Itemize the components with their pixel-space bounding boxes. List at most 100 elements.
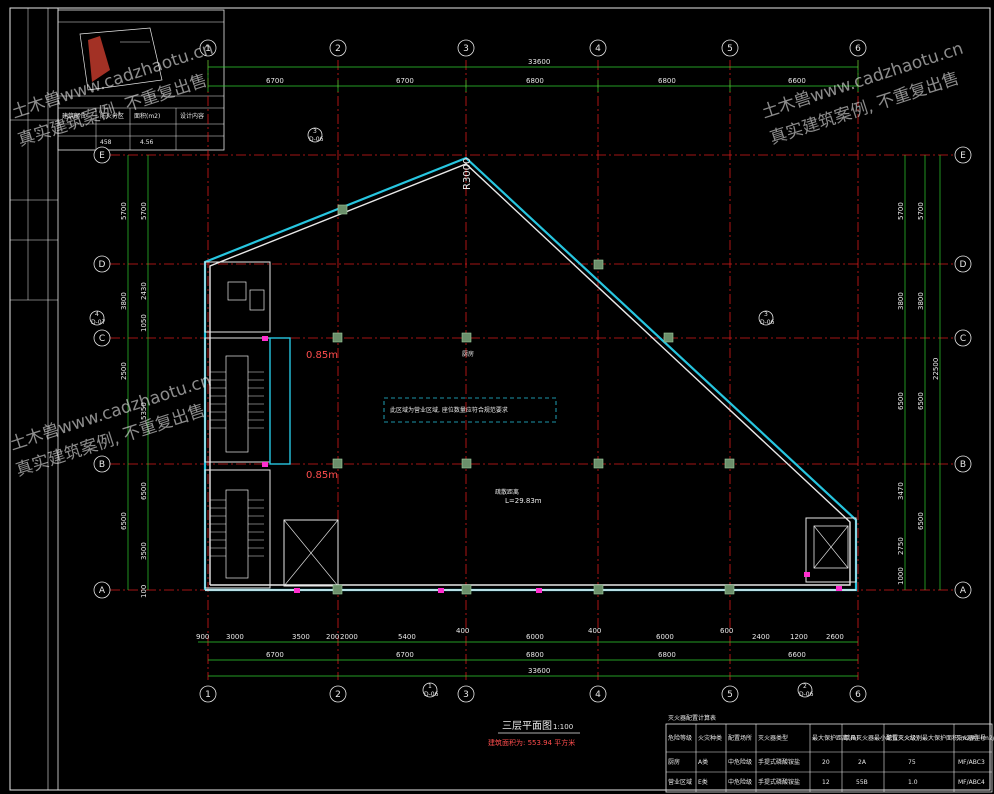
top-total-dim: 33600 [528,58,550,66]
svg-text:4: 4 [595,44,601,54]
svg-text:手提式磷酸铵盐: 手提式磷酸铵盐 [758,778,800,786]
svg-text:75: 75 [908,759,916,766]
svg-text:E: E [960,151,966,161]
svg-text:5: 5 [727,690,733,700]
svg-text:A: A [99,586,106,596]
mini-table-header-4: 设计内容 [180,112,204,120]
mini-table-header-3: 面积(m2) [134,112,160,120]
svg-text:6000: 6000 [526,633,544,641]
evac-length-label: L=29.83m [505,497,542,505]
svg-text:6800: 6800 [526,651,544,659]
svg-text:400: 400 [456,627,469,635]
svg-text:6: 6 [855,690,861,700]
svg-text:1200: 1200 [790,633,808,641]
svg-text:55B: 55B [856,779,868,786]
svg-text:火灾种类: 火灾种类 [698,734,722,742]
svg-text:3500: 3500 [292,633,310,641]
svg-text:手提式磷酸铵盐: 手提式磷酸铵盐 [758,758,800,766]
svg-text:3800: 3800 [917,292,925,310]
svg-text:3800: 3800 [120,292,128,310]
svg-text:5700: 5700 [917,202,925,220]
svg-text:2430: 2430 [140,282,148,300]
elevator-core [805,517,857,583]
svg-text:D: D [960,260,967,270]
right-dimensions: 5700 3800 6500 3470 2750 1000 5700 3800 … [897,155,941,590]
svg-text:D-07: D-07 [91,319,106,326]
svg-text:6500: 6500 [917,512,925,530]
svg-text:6800: 6800 [526,77,544,85]
svg-text:中危险级: 中危险级 [728,778,752,786]
fire-extinguisher-table: 灭火器配置计算表 危险等级 火灾种类 配置场所 灭火器类型 最大保护距离(m) … [665,714,994,793]
right-total-dim: 22500 [932,358,940,380]
svg-text:200: 200 [326,633,339,641]
svg-text:单具灭火器最小配置灭火级别: 单具灭火器最小配置灭火级别 [844,734,922,742]
svg-text:3000: 3000 [226,633,244,641]
room-label: 厨房 [462,350,474,358]
svg-text:4: 4 [95,311,99,318]
top-dimensions: 33600 6700 6700 6800 6800 6600 [207,58,859,92]
svg-text:中危险级: 中危险级 [728,758,752,766]
svg-text:6800: 6800 [658,651,676,659]
svg-text:A类: A类 [698,758,708,766]
svg-text:3470: 3470 [897,482,905,500]
svg-text:2400: 2400 [752,633,770,641]
svg-text:D-06: D-06 [799,691,814,698]
svg-text:6700: 6700 [396,77,414,85]
svg-text:3: 3 [764,311,768,318]
svg-text:MF/ABC3: MF/ABC3 [958,759,985,766]
drawing-title: 三层平面图 [502,720,552,732]
svg-text:1050: 1050 [140,314,148,332]
svg-text:2A: 2A [858,759,867,766]
svg-text:6700: 6700 [396,651,414,659]
svg-text:D-06: D-06 [424,691,439,698]
svg-text:2: 2 [803,683,807,690]
svg-text:6700: 6700 [266,651,284,659]
svg-text:B: B [960,460,966,470]
svg-text:单位灭火级别最大保护面积(m2/A)-(m2/B): 单位灭火级别最大保护面积(m2/A)-(m2/B) [886,734,994,742]
svg-text:2750: 2750 [897,537,905,555]
svg-text:5700: 5700 [140,202,148,220]
axis-bubbles-bottom: 1 2 3 4 5 6 [199,685,867,703]
detail-reference-bubbles: 3D-06 4D-07 3D-06 1D-06 2D-06 [89,127,814,698]
note-box [383,397,557,423]
svg-text:3: 3 [463,44,469,54]
svg-text:6600: 6600 [788,77,806,85]
evac-label: 疏散距离 [495,488,519,496]
structural-columns [332,204,735,595]
svg-text:最大保护距离(m): 最大保护距离(m) [812,734,859,742]
svg-text:5350: 5350 [140,402,148,420]
svg-text:配置场所: 配置场所 [728,734,752,742]
svg-text:20: 20 [822,759,830,766]
svg-text:1000: 1000 [897,567,905,585]
svg-text:E类: E类 [698,778,708,786]
fire-table-title: 灭火器配置计算表 [668,714,716,722]
svg-text:3500: 3500 [140,542,148,560]
svg-text:1: 1 [428,683,432,690]
bottom-total-dim: 33600 [528,667,550,675]
svg-text:600: 600 [720,627,733,635]
center-note: 此区域为营业区域, 座位数量应符合规范要求 [390,406,508,414]
svg-text:灭火器型号: 灭火器型号 [956,734,986,742]
svg-text:1.0: 1.0 [908,779,918,786]
svg-text:4: 4 [595,690,601,700]
axis-grid [110,60,955,680]
watermarks: 土木兽www.cadzhaotu.cn 真实建筑案例, 不重复出售 土木兽www… [7,39,965,481]
svg-text:2: 2 [335,44,341,54]
svg-text:D-06: D-06 [309,136,324,143]
mini-table-value-2: 4.56 [140,139,154,146]
mini-table-header-2: 防火分区 [100,112,124,120]
svg-text:B: B [99,460,105,470]
svg-text:5700: 5700 [897,202,905,220]
svg-text:A: A [960,586,967,596]
svg-text:E: E [99,151,105,161]
svg-text:5400: 5400 [398,633,416,641]
radius-label: R3000 [462,158,473,190]
svg-text:6500: 6500 [140,482,148,500]
svg-text:1: 1 [205,44,211,54]
svg-text:6700: 6700 [266,77,284,85]
service-core [204,261,339,589]
building-outline [203,156,858,592]
svg-text:2000: 2000 [340,633,358,641]
svg-text:D-06: D-06 [760,319,775,326]
area-note: 建筑面积为: 553.94 平方米 [488,738,575,747]
